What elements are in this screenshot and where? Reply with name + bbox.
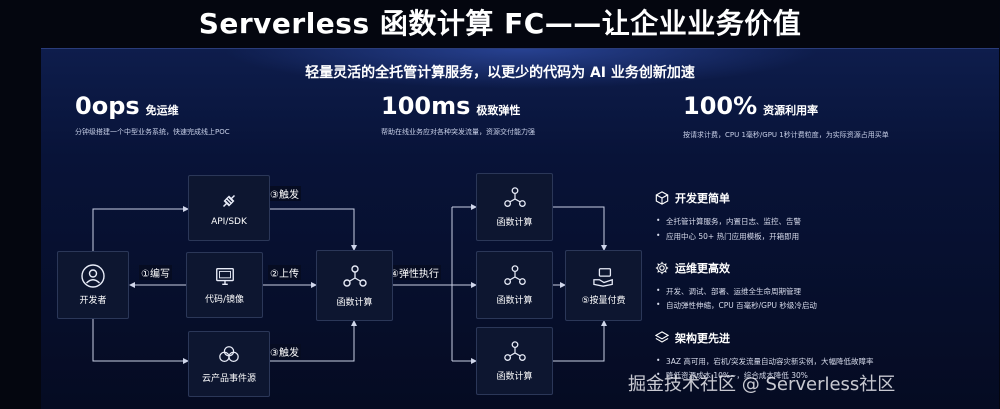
edge-fc1-billing [553,206,607,251]
function-nodes-icon [503,341,526,361]
feature-heading-dev-text: 开发更简单 [675,192,730,205]
cloud-flower-icon [219,346,239,363]
metric-ops-value: 0ops [75,92,140,120]
node-fc-instance-2: 函数计算 [476,251,553,319]
feature-arch-bullet-2: 降低资源成本 10%~，综合成本降低 30% [656,370,808,381]
node-api-sdk: API/SDK [188,175,270,241]
monitor-icon [215,267,234,285]
gear-icon [655,261,669,275]
metric-ops-label: 免运维 [145,104,179,117]
plug-icon [222,194,236,207]
node-code-image: 代码/镜像 [186,252,263,318]
feature-heading-arch-text: 架构更先进 [675,332,730,345]
edge-label-trigger-top: ③触发 [268,186,301,201]
node-developer-label: 开发者 [79,296,107,306]
watermark: 掘金技术社区 @ Serverless社区 [628,374,896,395]
node-api-sdk-label: API/SDK [211,216,247,227]
node-cloud-events: 云产品事件源 [188,331,270,397]
metric-ops: 0ops 免运维 [75,92,179,120]
function-nodes-icon [503,265,526,285]
edge-dev-events [92,319,189,364]
node-fc-main: 函数计算 [316,250,393,321]
metric-elastic-desc: 帮助在线业务应对各种突发流量，资源交付能力强 [381,128,535,136]
function-nodes-icon [503,187,526,207]
edge-label-elastic: ④弹性执行 [388,265,441,280]
edge-label-upload: ②上传 [268,265,301,280]
node-developer: 开发者 [57,251,129,319]
feature-ops-bullet-2: 自动弹性伸缩，CPU 百毫秒/GPU 秒级冷启动 [656,300,817,311]
edge-dev-api [92,206,189,251]
layers-icon [655,331,669,343]
feature-dev-bullet-2: 应用中心 50+ 热门应用模板，开箱即用 [656,231,799,242]
node-fc-instance-1-label: 函数计算 [496,218,533,228]
feature-heading-ops-text: 运维更高效 [675,262,730,275]
node-cloud-events-label: 云产品事件源 [201,374,256,384]
panel-glow [221,49,821,89]
metric-ops-desc: 分钟级搭建一个中型业务系统，快速完成线上POC [75,128,230,136]
edge-label-write: ①编写 [139,265,172,280]
slide-title: Serverless 函数计算 FC——让企业业务价值 [198,7,802,40]
metric-elastic-value: 100ms [381,92,471,120]
node-billing: ⑤按量付费 [565,250,642,321]
feature-heading-arch: 架构更先进 [655,330,730,346]
node-fc-instance-3: 函数计算 [476,327,553,395]
node-fc-instance-2-label: 函数计算 [496,296,533,306]
feature-arch-bullet-1: 3AZ 高可用，宕机/突发流量自动容灾新实例，大幅降低故障率 [656,356,873,367]
metric-elastic-label: 极致弹性 [476,104,521,117]
metric-elastic: 100ms 极致弹性 [381,92,520,120]
metric-utilization: 100% 资源利用率 [683,92,818,120]
node-fc-main-label: 函数计算 [336,297,373,308]
edge-trigger-top [270,208,357,251]
edge-fc3-billing [553,320,607,362]
subtitle: 轻量灵活的全托管计算服务，以更少的代码为 AI 业务创新加速 [305,65,695,81]
feature-heading-dev: 开发更简单 [655,190,730,206]
node-fc-instance-1: 函数计算 [476,173,553,241]
node-code-image-label: 代码/镜像 [204,295,245,305]
function-nodes-icon [342,264,367,287]
feature-ops-bullet-1: 开发、调试、部署、运维全生命周期管理 [656,286,801,297]
node-billing-label: ⑤按量付费 [581,295,626,306]
cube-icon [655,191,669,205]
metric-utilization-value: 100% [683,92,758,120]
node-fc-instance-3-label: 函数计算 [496,372,533,382]
metric-utilization-label: 资源利用率 [763,104,819,117]
edge-trigger-bottom [270,320,357,362]
feature-heading-ops: 运维更高效 [655,260,730,276]
metric-utilization-desc: 按请求计费，CPU 1毫秒/GPU 1秒计费粒度，为实际资源占用买单 [683,131,889,139]
edge-label-trigger-bottom: ③触发 [268,344,301,359]
user-icon [81,264,105,288]
hand-coin-icon [592,267,613,287]
feature-dev-bullet-1: 全托管计算服务，内置日志、监控、告警 [656,216,801,227]
